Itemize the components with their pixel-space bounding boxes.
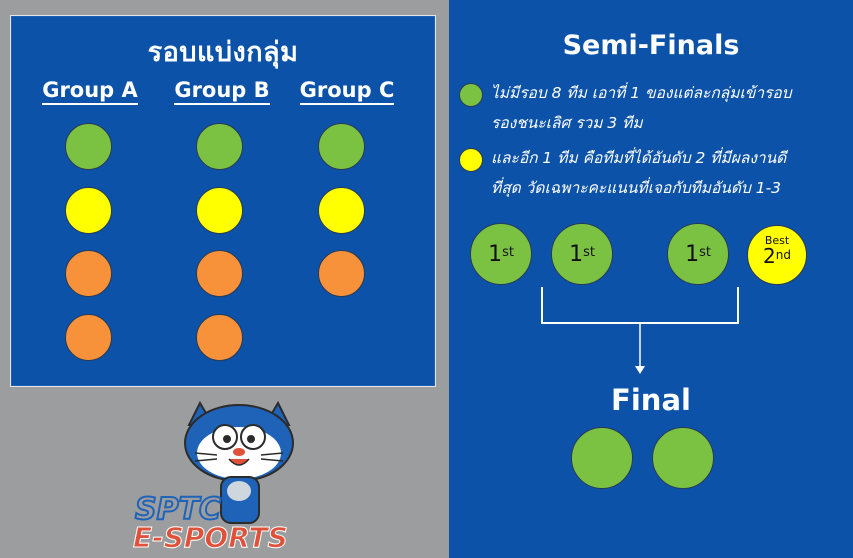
legend-green-dot (459, 83, 483, 107)
group-stage-panel: รอบแบ่งกลุ่ม Group A Group B Group C (10, 15, 436, 387)
bracket-connector (541, 287, 739, 374)
legend-green-text: ไม่มีรอบ 8 ทีม เอาที่ 1 ของแต่ละกลุ่มเข้… (491, 84, 792, 132)
group-a-slot-3 (65, 250, 112, 297)
group-stage-title: รอบแบ่งกลุ่ม (147, 37, 299, 68)
knockout-panel: Semi-Finals ไม่มีรอบ 8 ทีม เอาที่ 1 ของแ… (449, 0, 853, 558)
group-c-slot-3 (318, 250, 365, 297)
svg-text:SPTC: SPTC (135, 492, 221, 527)
group-c-header: Group C (291, 78, 403, 105)
group-b-header: Group B (166, 78, 278, 105)
group-a-slot-4 (65, 314, 112, 361)
group-b-slot-3 (196, 250, 243, 297)
group-a-header: Group A (34, 78, 146, 105)
final-title: Final (611, 383, 691, 417)
group-c-slot-1 (318, 123, 365, 170)
group-a-slot-2 (65, 187, 112, 234)
group-a-slot-1 (65, 123, 112, 170)
semifinals-title: Semi-Finals (562, 30, 740, 61)
bracket-arrow-head (635, 366, 645, 374)
final-slot-1 (571, 427, 633, 489)
legend-yellow-text: และอีก 1 ทีม คือทีมที่ได้อันดับ 2 ที่มีผ… (491, 149, 787, 197)
bracket-line (541, 287, 739, 324)
group-c-slot-2 (318, 187, 365, 234)
seed-best-runner-up: Best 2nd (747, 225, 807, 285)
mascot-logo: SPTC E-SPORTS (133, 400, 294, 555)
legend-yellow-dot (459, 148, 483, 172)
group-b-slot-1 (196, 123, 243, 170)
final-slot-2 (652, 427, 714, 489)
group-b-slot-4 (196, 314, 243, 361)
group-b-slot-2 (196, 187, 243, 234)
svg-text:E-SPORTS: E-SPORTS (133, 521, 288, 554)
